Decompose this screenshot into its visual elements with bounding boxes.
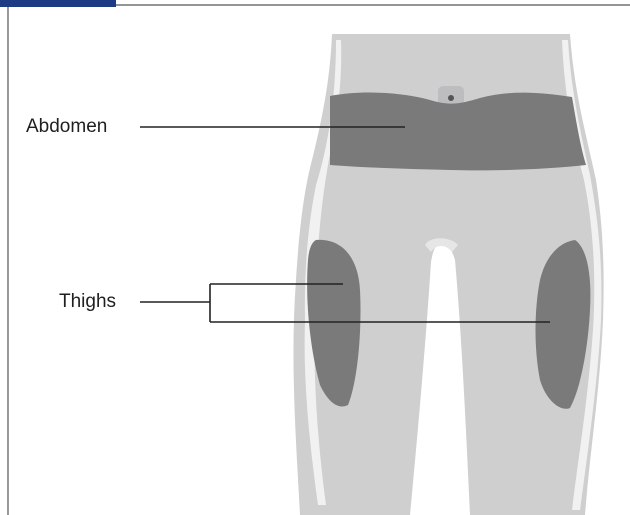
abdomen-label: Abdomen [26,117,107,136]
thighs-label: Thighs [59,292,116,311]
abdomen-region [330,93,586,171]
header-accent-bar [0,0,116,7]
